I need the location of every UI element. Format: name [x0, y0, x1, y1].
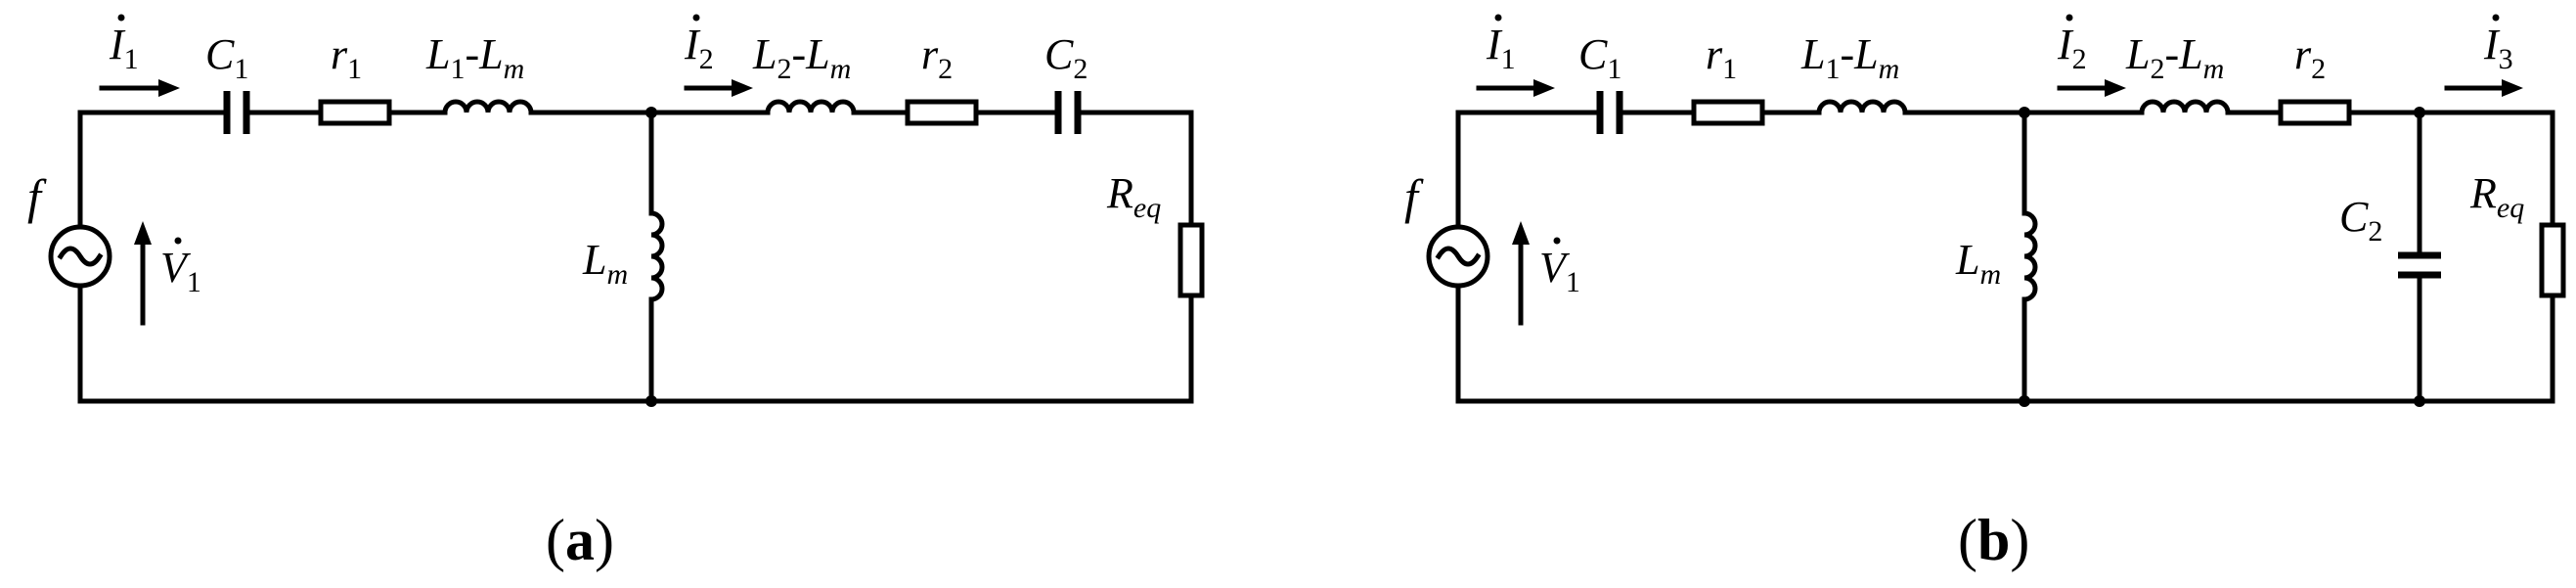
caption-b: (b) [1958, 508, 2029, 572]
voltage-v1-label: V1 [1539, 244, 1580, 298]
resistor-r2-symbol [2278, 99, 2352, 126]
junction-node [2414, 107, 2425, 118]
r1-label: r1 [331, 30, 362, 85]
c1-label: C1 [1578, 30, 1621, 85]
sine-wave-icon [1435, 246, 1482, 267]
resistor-req-symbol [2539, 222, 2566, 298]
dot-accent [1553, 237, 1561, 245]
inductor-l1-lm-symbol [1816, 99, 1908, 115]
inductor-lm-symbol [648, 210, 665, 302]
req-label: Req [2469, 169, 2524, 224]
junction-node [645, 395, 657, 407]
current-i3-label: I3 [2483, 21, 2513, 75]
resistor-r2-symbol [905, 99, 979, 126]
current-i2-label: I2 [684, 21, 714, 75]
r2-label: r2 [921, 30, 953, 85]
l2-lm-label: L2-Lm [2125, 30, 2224, 85]
current-i1-label: I1 [109, 21, 139, 75]
inductor-lm-symbol [2021, 210, 2038, 302]
c2-label: C2 [1044, 30, 1088, 85]
current-i1-label: I1 [1486, 21, 1516, 75]
r1-label: r1 [1706, 30, 1737, 85]
resistor-req-symbol [1177, 222, 1205, 298]
r2-label: r2 [2294, 30, 2326, 85]
req-label: Req [1106, 169, 1161, 224]
source-f-label: f [27, 169, 47, 224]
dot-accent [1494, 14, 1502, 22]
resistor-r1-symbol [1691, 99, 1765, 126]
panel-a: I1 C1 r1 L1-Lm I2 L2-Lm r2 C2 Req Lm f V… [27, 14, 1205, 572]
inductor-l1-lm-symbol [442, 99, 534, 115]
junction-node [645, 107, 657, 118]
resistor-r1-symbol [318, 99, 392, 126]
voltage-v1-label: V1 [160, 244, 201, 298]
dot-accent [174, 237, 182, 245]
lm-label: Lm [1955, 236, 2001, 291]
sine-wave-icon [57, 246, 104, 267]
inductor-l2-lm-symbol [765, 99, 857, 115]
inductor-l2-lm-symbol [2139, 99, 2231, 115]
dot-accent [2492, 14, 2500, 22]
c1-label: C1 [205, 30, 248, 85]
current-i2-label: I2 [2057, 21, 2087, 75]
l2-lm-label: L2-Lm [752, 30, 851, 85]
panel-b: I1 C1 r1 L1-Lm I2 L2-Lm r2 I3 C2 Req Lm … [1404, 14, 2566, 572]
lm-label: Lm [582, 236, 628, 291]
junction-node [2019, 395, 2030, 407]
source-f-label: f [1404, 169, 1424, 224]
junction-node [2019, 107, 2030, 118]
l1-lm-label: L1-Lm [425, 30, 524, 85]
caption-a: (a) [546, 508, 614, 572]
dot-accent [692, 14, 700, 22]
dot-accent [2065, 14, 2073, 22]
dot-accent [117, 14, 125, 22]
l1-lm-label: L1-Lm [1800, 30, 1899, 85]
c2-label: C2 [2339, 193, 2382, 248]
